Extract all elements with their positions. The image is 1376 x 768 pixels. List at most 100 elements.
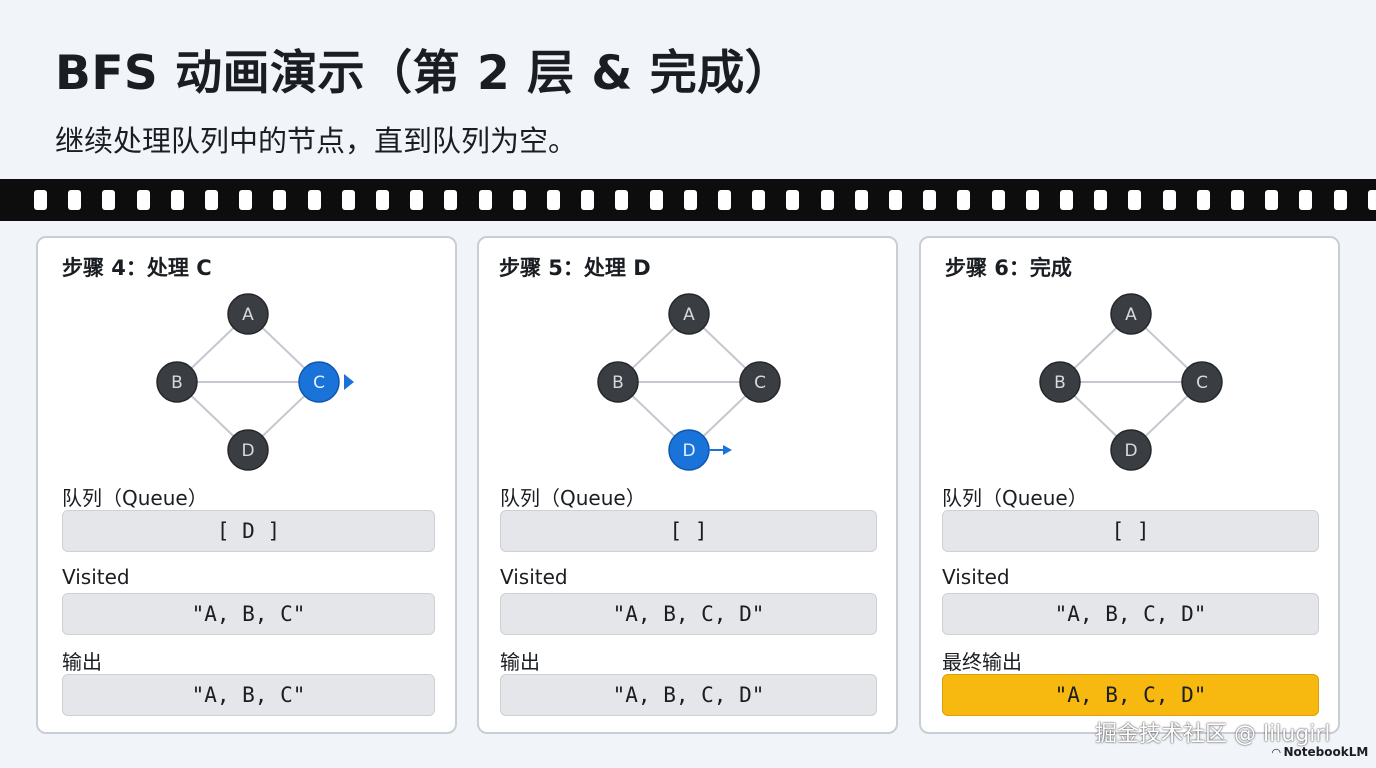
node-d: D [668,429,710,471]
film-hole [1368,190,1376,210]
node-a: A [1110,293,1152,335]
queue-label: 队列（Queue） [500,486,646,510]
node-label: B [171,373,183,393]
film-hole [1094,190,1107,210]
film-hole [273,190,286,210]
node-circle [1110,293,1152,335]
queue-value: [ ] [500,510,877,552]
node-circle [1039,361,1081,403]
page-title: BFS 动画演示（第 2 层 & 完成） [55,46,793,101]
film-hole [444,190,457,210]
step-panel-4: 步骤 4：处理 C A B C D 队列（Queue） [ D ] Visited "… [36,236,457,734]
queue-label: 队列（Queue） [942,486,1088,510]
node-b: B [156,361,198,403]
film-hole [1026,190,1039,210]
film-hole [1163,190,1176,210]
film-hole [855,190,868,210]
film-hole [410,190,423,210]
panel-title: 步骤 6：完成 [945,256,1072,280]
film-hole [684,190,697,210]
film-hole [547,190,560,210]
output-label: 输出 [500,650,540,674]
visited-label: Visited [942,565,1010,589]
node-label: C [1196,373,1208,393]
output-value: "A, B, C" [62,674,435,716]
node-c: C [298,361,340,403]
node-label: D [682,441,695,461]
bfs-graph: A B C D [1039,293,1223,471]
node-circle [1110,429,1152,471]
film-hole [68,190,81,210]
film-hole [786,190,799,210]
node-c: C [739,361,781,403]
film-hole [957,190,970,210]
notebooklm-icon: ◠ [1272,746,1281,759]
film-hole [821,190,834,210]
node-label: B [612,373,624,393]
film-hole [137,190,150,210]
output-label: 输出 [62,650,102,674]
queue-value: [ ] [942,510,1319,552]
film-hole [581,190,594,210]
node-circle [227,429,269,471]
film-hole [889,190,902,210]
bfs-graph: A B C D [597,293,781,471]
node-label: A [1125,305,1137,325]
visited-value: "A, B, C, D" [500,593,877,635]
visited-value: "A, B, C" [62,593,435,635]
film-hole [239,190,252,210]
node-circle [298,361,340,403]
film-hole [1334,190,1347,210]
film-hole [752,190,765,210]
node-label: B [1054,373,1066,393]
watermark: 掘金技术社区 @ lilugirl [1095,722,1331,747]
visited-value: "A, B, C, D" [942,593,1319,635]
node-label: C [313,373,325,393]
node-a: A [668,293,710,335]
processing-arrow-icon [723,445,732,455]
node-b: B [1039,361,1081,403]
node-label: A [242,305,254,325]
node-circle [227,293,269,335]
film-hole [1265,190,1278,210]
film-hole [513,190,526,210]
visited-label: Visited [500,565,568,589]
step-panel-6: 步骤 6：完成 A B C D 队列（Queue） [ ] Visited "A, B… [919,236,1340,734]
queue-value: [ D ] [62,510,435,552]
brand-badge: ◠NotebookLM [1272,745,1368,759]
node-label: A [683,305,695,325]
film-hole [1299,190,1312,210]
node-circle [668,293,710,335]
queue-label: 队列（Queue） [62,486,208,510]
visited-label: Visited [62,565,130,589]
node-circle [597,361,639,403]
node-a: A [227,293,269,335]
node-label: D [241,441,254,461]
film-strip-divider [0,179,1376,221]
node-d: D [1110,429,1152,471]
film-hole [718,190,731,210]
node-label: D [1124,441,1137,461]
film-hole [650,190,663,210]
film-hole [1231,190,1244,210]
film-hole [376,190,389,210]
node-b: B [597,361,639,403]
final-output-value: "A, B, C, D" [942,674,1319,716]
node-circle [739,361,781,403]
panel-title: 步骤 5：处理 D [499,256,651,280]
film-hole [1060,190,1073,210]
node-circle [156,361,198,403]
panel-title: 步骤 4：处理 C [62,256,212,280]
film-hole [308,190,321,210]
step-panel-5: 步骤 5：处理 D A B C D 队列（Queue） [ ] Visited "A,… [477,236,898,734]
film-hole [34,190,47,210]
film-hole [1197,190,1210,210]
node-d: D [227,429,269,471]
film-hole [923,190,936,210]
film-hole [992,190,1005,210]
film-hole [615,190,628,210]
film-hole [171,190,184,210]
film-hole [102,190,115,210]
page-subtitle: 继续处理队列中的节点，直到队列为空。 [55,124,578,158]
film-hole [205,190,218,210]
